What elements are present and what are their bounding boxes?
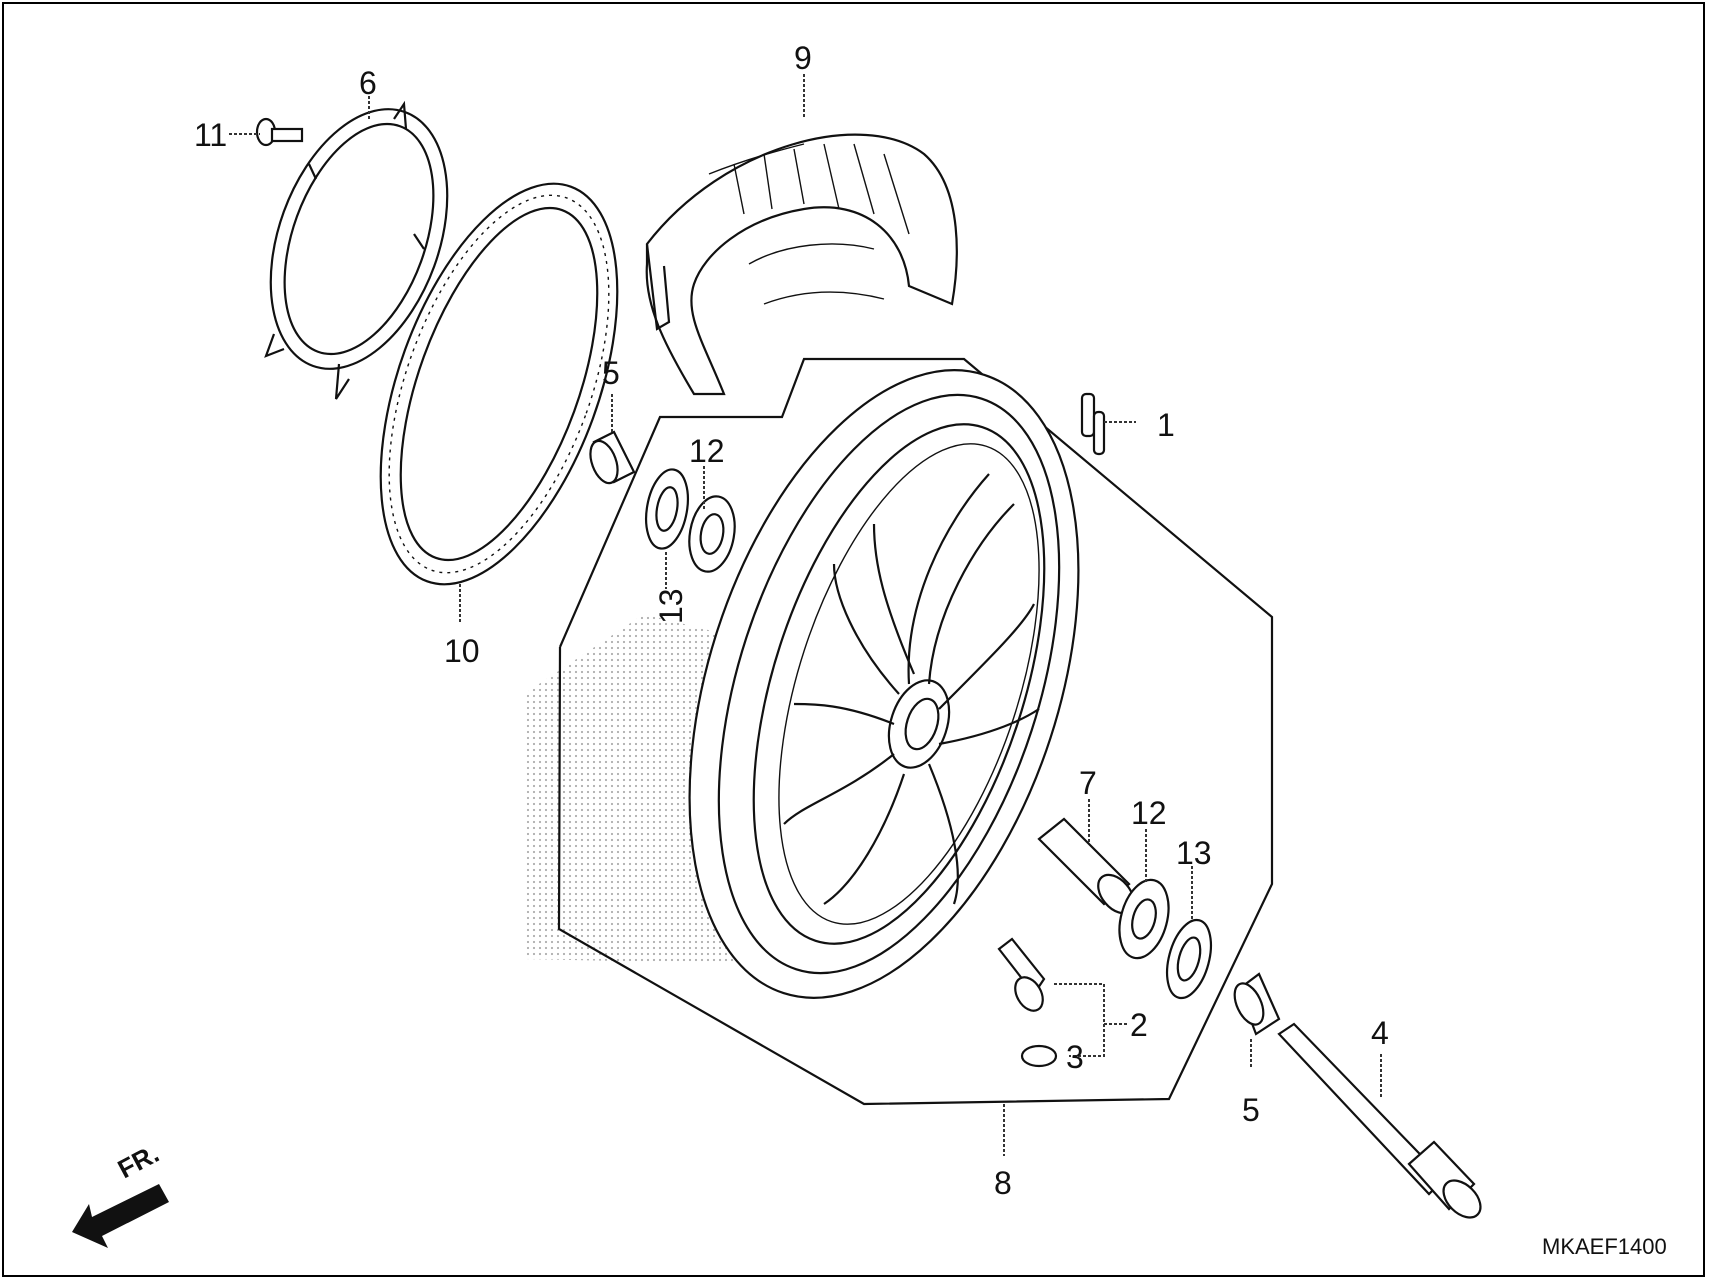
collar-left xyxy=(589,430,636,485)
leader-lines xyxy=(229,74,1382,1156)
callout-10: 10 xyxy=(444,633,480,669)
bearing-right xyxy=(1118,878,1170,960)
diagram-code: MKAEF1400 xyxy=(1542,1234,1667,1259)
direction-label: FR. xyxy=(113,1138,164,1184)
callout-7: 7 xyxy=(1079,765,1097,801)
callout-5-left: 5 xyxy=(602,355,620,391)
rotor-carrier xyxy=(264,100,449,400)
balance-clip xyxy=(1080,392,1106,456)
callout-13-left: 13 xyxy=(653,588,689,624)
front-axle xyxy=(1277,1022,1482,1219)
tire xyxy=(645,133,958,396)
callout-1: 1 xyxy=(1157,407,1175,443)
callout-13-right: 13 xyxy=(1176,835,1212,871)
brake-disc xyxy=(379,182,619,586)
callout-5-right: 5 xyxy=(1242,1092,1260,1128)
callout-11: 11 xyxy=(194,117,227,153)
bolt xyxy=(255,117,304,147)
air-valve xyxy=(997,937,1046,1012)
callout-6: 6 xyxy=(359,65,377,101)
wheel-rim xyxy=(688,369,1080,999)
callout-8: 8 xyxy=(994,1165,1012,1201)
wheel-assembly-boundary xyxy=(557,357,1274,1106)
callout-12-left: 12 xyxy=(689,433,725,469)
bearing-left xyxy=(688,495,736,573)
callout-2: 2 xyxy=(1130,1007,1148,1043)
callout-4: 4 xyxy=(1371,1015,1389,1051)
front-direction-arrow-icon: FR. xyxy=(72,1138,169,1248)
o-ring xyxy=(1020,1044,1058,1068)
dust-seal-right xyxy=(1165,918,1213,1000)
callout-3: 3 xyxy=(1066,1039,1084,1075)
callout-12-right: 12 xyxy=(1131,795,1167,831)
dust-seal-left xyxy=(645,468,689,550)
collar-right xyxy=(1233,972,1281,1036)
exploded-parts-diagram: FR. 1 2 3 4 5 5 6 7 8 9 10 11 12 12 13 1… xyxy=(72,40,1667,1259)
callout-9: 9 xyxy=(794,40,812,76)
